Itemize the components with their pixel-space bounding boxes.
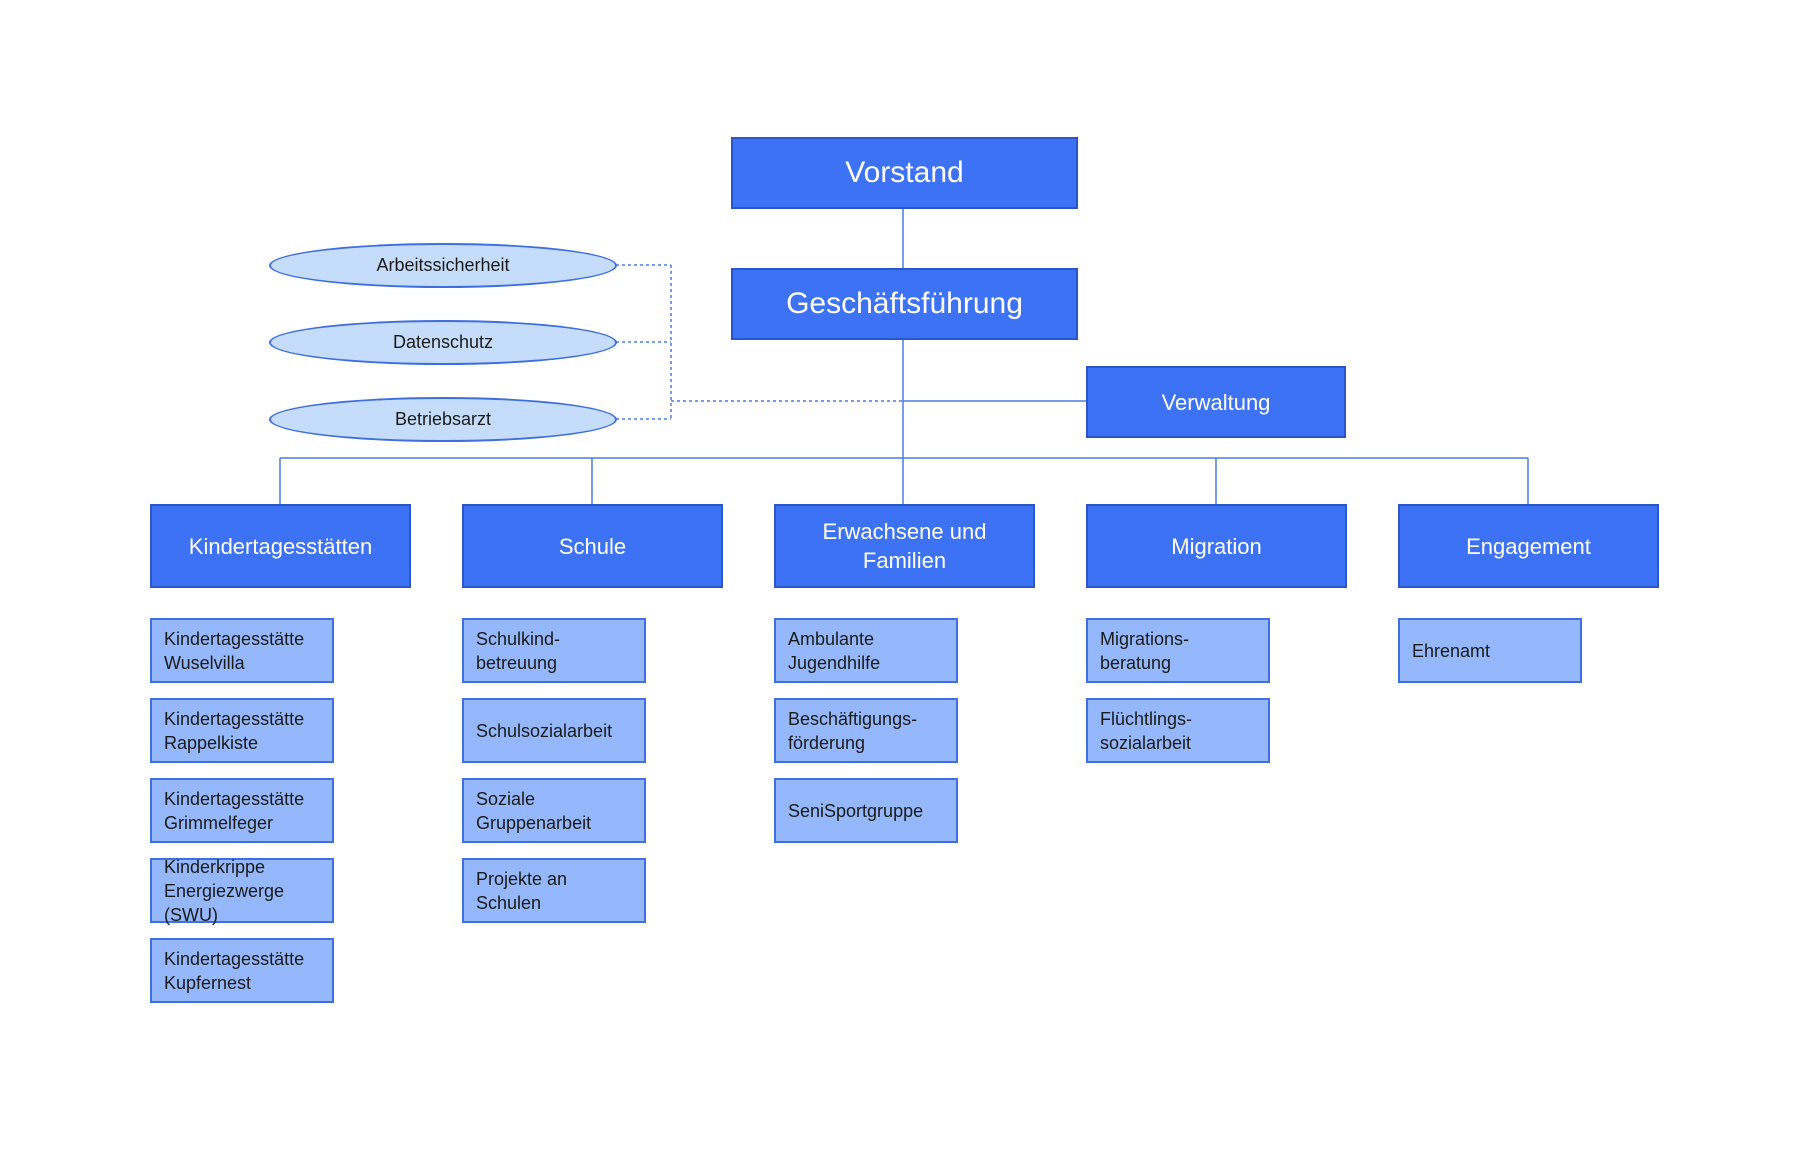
verwaltung-box: Verwaltung — [1086, 366, 1346, 438]
unit-box-kita-rappelkiste: Kindertagesstätte Rappelkiste — [150, 698, 334, 763]
unit-box-kita-kupfernest: Kindertagesstätte Kupfernest — [150, 938, 334, 1003]
unit-box-kinderkrippe-energiezwerge: Kinderkrippe Energiezwerge (SWU) — [150, 857, 334, 925]
unit-box-fluechtlingssozialarbeit: Flüchtlings- sozialarbeit — [1086, 698, 1270, 763]
department-box-engagement: Engagement — [1398, 504, 1659, 588]
geschaeftsfuehrung-box: Geschäftsführung — [731, 268, 1078, 340]
unit-box-migrationsberatung: Migrations- beratung — [1086, 618, 1270, 683]
unit-box-ehrenamt: Ehrenamt — [1398, 618, 1582, 683]
department-box-schule: Schule — [462, 504, 723, 588]
unit-box-projekte-an-schulen: Projekte an Schulen — [462, 858, 646, 923]
staff-oval-betriebsarzt: Betriebsarzt — [269, 397, 617, 442]
department-box-erwachsene-familien: Erwachsene und Familien — [774, 504, 1035, 588]
unit-box-kita-grimmelfeger: Kindertagesstätte Grimmelfeger — [150, 778, 334, 843]
vorstand-box: Vorstand — [731, 137, 1078, 209]
unit-box-schulkindbetreuung: Schulkind- betreuung — [462, 618, 646, 683]
unit-box-soziale-gruppenarbeit: Soziale Gruppenarbeit — [462, 778, 646, 843]
unit-box-schulsozialarbeit: Schulsozialarbeit — [462, 698, 646, 763]
department-box-migration: Migration — [1086, 504, 1347, 588]
staff-oval-arbeitssicherheit: Arbeitssicherheit — [269, 243, 617, 288]
unit-box-senisportgruppe: SeniSportgruppe — [774, 778, 958, 843]
department-box-kindertagesstaetten: Kindertagesstätten — [150, 504, 411, 588]
unit-box-kita-wuselvilla: Kindertagesstätte Wuselvilla — [150, 618, 334, 683]
unit-box-beschaeftigungsfoerderung: Beschäftigungs- förderung — [774, 698, 958, 763]
staff-oval-datenschutz: Datenschutz — [269, 320, 617, 365]
unit-box-ambulante-jugendhilfe: Ambulante Jugendhilfe — [774, 618, 958, 683]
